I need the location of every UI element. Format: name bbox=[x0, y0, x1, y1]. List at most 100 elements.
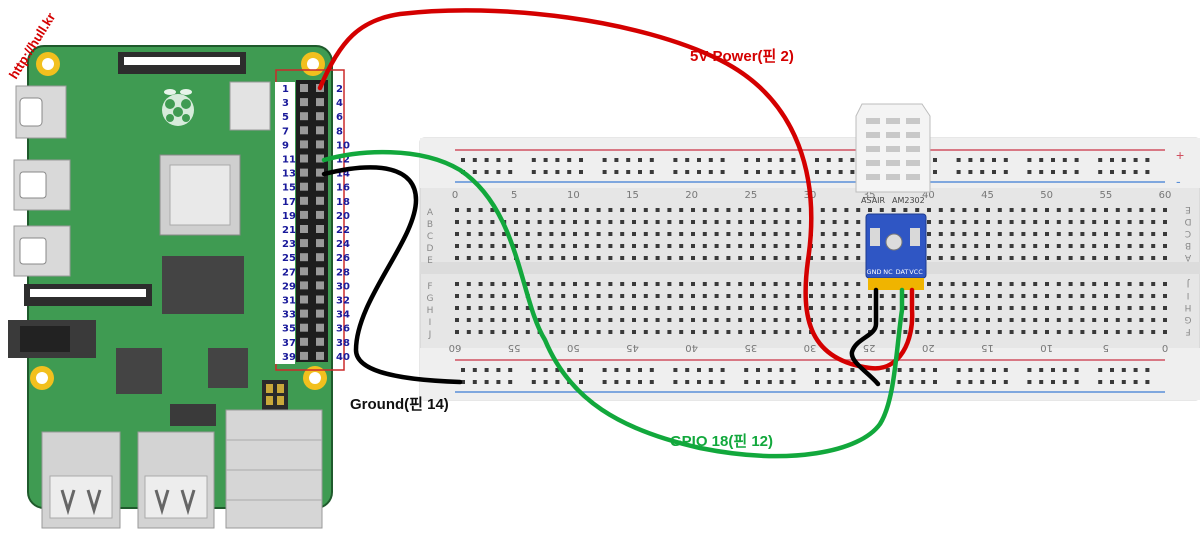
odd-pin-label: 25 bbox=[282, 253, 296, 264]
gpio-pin bbox=[300, 154, 308, 163]
poe-header bbox=[262, 380, 288, 410]
gpio-pin bbox=[316, 267, 324, 276]
gpio-pin bbox=[300, 140, 308, 149]
gpio-pin bbox=[300, 98, 308, 107]
ground-label: Ground(핀 14) bbox=[350, 396, 449, 413]
row-letter: B bbox=[427, 220, 433, 230]
odd-pin-label: 1 bbox=[282, 84, 289, 95]
even-pin-label: 24 bbox=[336, 239, 350, 250]
sensor-pin-label: GND bbox=[867, 268, 882, 276]
even-pin-label: 40 bbox=[336, 352, 350, 363]
gpio-header bbox=[296, 80, 328, 362]
odd-pin-label: 13 bbox=[282, 169, 296, 180]
rail-minus-top: - bbox=[1176, 173, 1181, 189]
gpio-pin bbox=[316, 351, 324, 360]
gpio-pin bbox=[300, 126, 308, 135]
row-letter: G bbox=[1184, 314, 1191, 324]
wifi-module bbox=[229, 81, 271, 131]
usb-port-icon bbox=[41, 431, 215, 529]
ground-wire bbox=[321, 165, 463, 385]
power-wire bbox=[317, 8, 915, 371]
gpio-pin bbox=[316, 140, 324, 149]
odd-pin-label: 21 bbox=[282, 225, 296, 236]
column-number: 40 bbox=[922, 190, 935, 201]
even-pin-label: 30 bbox=[336, 281, 350, 292]
odd-pin-label: 3 bbox=[282, 98, 289, 109]
even-pin-label: 10 bbox=[336, 140, 350, 151]
gpio-pin bbox=[316, 126, 324, 135]
rail-plus-top: + bbox=[1176, 147, 1184, 163]
column-number: 40 bbox=[685, 342, 698, 353]
gpio-pin bbox=[316, 196, 324, 205]
column-number: 0 bbox=[1162, 342, 1168, 353]
center-channel bbox=[420, 262, 1200, 274]
odd-pin-label: 37 bbox=[282, 338, 296, 349]
mounting-hole-icon bbox=[30, 52, 327, 390]
gpio-pin bbox=[316, 337, 324, 346]
odd-pin-label: 23 bbox=[282, 239, 296, 250]
even-pin-label: 20 bbox=[336, 211, 350, 222]
column-number: 20 bbox=[685, 190, 698, 201]
row-letter: H bbox=[1185, 302, 1192, 312]
sensor-model: AM2302 bbox=[892, 196, 925, 205]
audio-jack-icon bbox=[8, 320, 96, 358]
sensor-pin-label: DAT bbox=[896, 268, 909, 276]
even-pin-label: 6 bbox=[336, 112, 343, 123]
odd-pin-label: 27 bbox=[282, 267, 296, 278]
even-pin-label: 2 bbox=[336, 84, 343, 95]
column-number: 5 bbox=[511, 190, 517, 201]
column-number: 5 bbox=[1103, 342, 1109, 353]
row-letter: E bbox=[1185, 204, 1191, 214]
row-letter: A bbox=[427, 208, 434, 218]
gpio-pin bbox=[316, 323, 324, 332]
odd-pin-label: 29 bbox=[282, 281, 296, 292]
column-number: 20 bbox=[922, 342, 935, 353]
column-number: 35 bbox=[744, 342, 757, 353]
row-letter: D bbox=[1184, 216, 1191, 226]
usb-controller-chip bbox=[116, 348, 162, 394]
column-number: 25 bbox=[744, 190, 757, 201]
ram-chip bbox=[162, 256, 244, 314]
gpio-pin bbox=[316, 309, 324, 318]
gpio-label: GPIO 18(핀 12) bbox=[670, 433, 773, 450]
even-pin-label: 22 bbox=[336, 225, 350, 236]
micro-hdmi-port-icon bbox=[13, 159, 71, 277]
even-pin-label: 32 bbox=[336, 296, 350, 307]
gpio-pin bbox=[300, 112, 308, 121]
even-pin-label: 26 bbox=[336, 253, 350, 264]
row-letter: C bbox=[1185, 228, 1191, 238]
sensor-pin-label: VCC bbox=[909, 268, 923, 276]
even-pin-label: 4 bbox=[336, 98, 343, 109]
ground-wire-sensor bbox=[849, 287, 881, 387]
row-letter: I bbox=[429, 318, 432, 328]
gpio-pin bbox=[300, 295, 308, 304]
row-letter: J bbox=[428, 330, 432, 340]
row-letter: H bbox=[427, 306, 434, 316]
column-number: 45 bbox=[626, 342, 639, 353]
column-number: 30 bbox=[804, 342, 817, 353]
row-letter: A bbox=[1184, 252, 1191, 262]
column-number: 25 bbox=[863, 342, 876, 353]
column-number: 50 bbox=[567, 342, 580, 353]
odd-pin-label: 15 bbox=[282, 183, 296, 194]
column-number: 50 bbox=[1040, 190, 1053, 201]
sensor-brand: ASAIR bbox=[861, 196, 886, 205]
column-number: 10 bbox=[1040, 342, 1053, 353]
row-letter: F bbox=[427, 282, 432, 292]
column-number: 35 bbox=[863, 190, 876, 201]
odd-pin-label: 19 bbox=[282, 211, 296, 222]
gpio-pin bbox=[300, 281, 308, 290]
column-number: 10 bbox=[567, 190, 580, 201]
even-pin-label: 38 bbox=[336, 338, 350, 349]
even-pin-label: 8 bbox=[336, 126, 343, 137]
row-letter: C bbox=[427, 232, 433, 242]
sensor-element-icon bbox=[885, 233, 903, 251]
gpio-pin bbox=[300, 253, 308, 262]
row-letter: D bbox=[427, 244, 434, 254]
row-letter: B bbox=[1185, 240, 1191, 250]
